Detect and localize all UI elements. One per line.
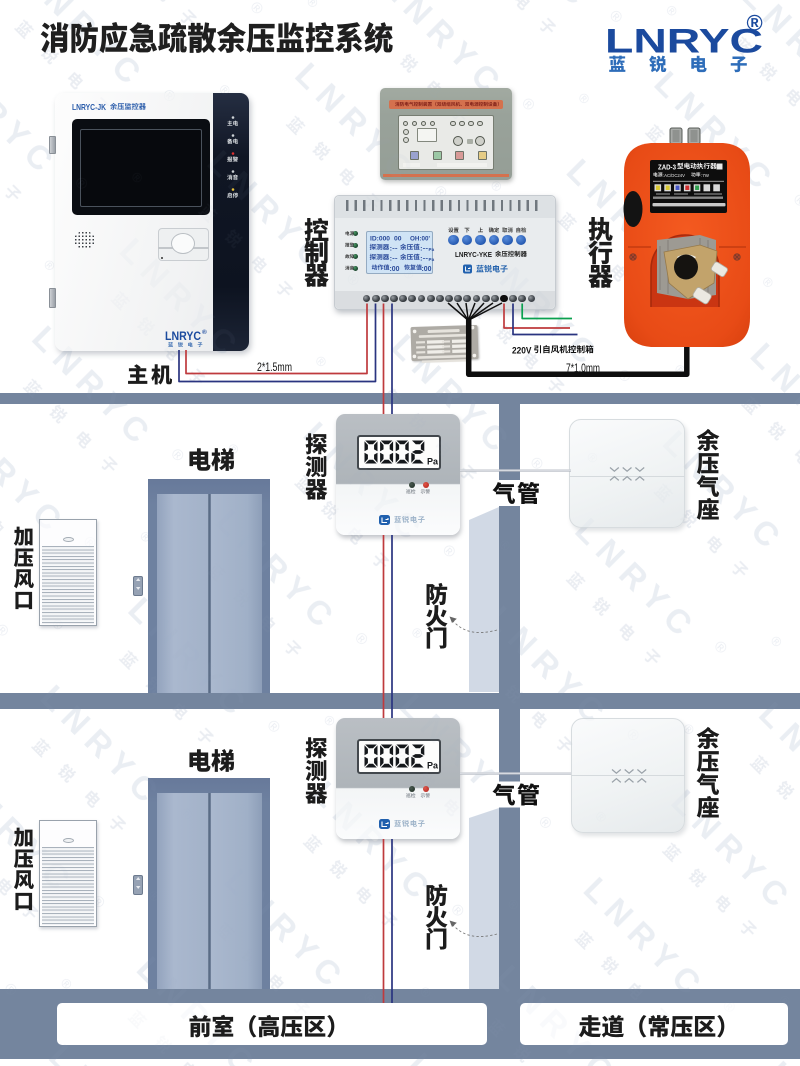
svg-text:OH:00': OH:00' — [410, 236, 431, 243]
svg-text:LNRYC: LNRYC — [605, 23, 763, 61]
svg-text::--: :-- — [390, 255, 398, 262]
svg-text::7W: :7W — [701, 173, 709, 179]
svg-text:Pa: Pa — [427, 457, 439, 467]
svg-text:220V: 220V — [512, 346, 532, 357]
svg-text:2*1.5mm: 2*1.5mm — [257, 360, 292, 374]
svg-text:LNRYC-JK: LNRYC-JK — [72, 102, 107, 112]
svg-text::--: :-- — [420, 245, 428, 252]
svg-text:®: ® — [202, 328, 207, 336]
svg-text::00: :00 — [390, 266, 400, 273]
svg-text::--: :-- — [390, 245, 398, 252]
svg-text:ID:000: ID:000 — [370, 236, 391, 243]
svg-text::AC/DC24V: :AC/DC24V — [663, 173, 686, 179]
svg-text:Pa: Pa — [427, 761, 439, 771]
svg-text:7*1.0mm: 7*1.0mm — [566, 361, 600, 375]
svg-text:LNRYC-YKE: LNRYC-YKE — [455, 250, 492, 259]
svg-text::--: :-- — [420, 255, 428, 262]
svg-text:®: ® — [747, 11, 763, 36]
svg-text:Pa: Pa — [429, 247, 435, 252]
svg-text:ZAD-3: ZAD-3 — [658, 165, 676, 172]
svg-text:Pa: Pa — [429, 257, 435, 262]
svg-text::00: :00 — [422, 266, 432, 273]
svg-text:00: 00 — [394, 236, 402, 243]
svg-text:LNRYC: LNRYC — [165, 331, 201, 343]
